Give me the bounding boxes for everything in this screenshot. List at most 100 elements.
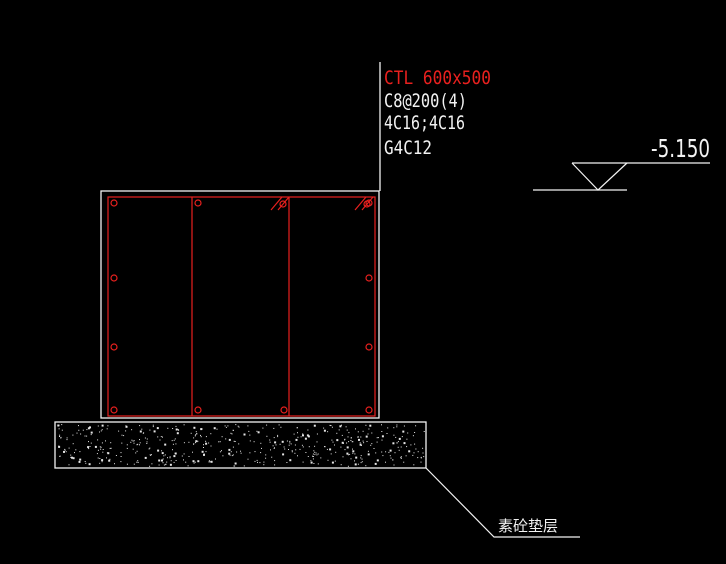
hatch-dot bbox=[105, 440, 106, 442]
hatch-dot bbox=[410, 444, 412, 446]
hatch-dot bbox=[149, 454, 151, 456]
hatch-dot bbox=[256, 459, 258, 461]
hatch-dot bbox=[274, 464, 276, 466]
hatch-dot bbox=[330, 453, 332, 455]
hatch-dot bbox=[75, 449, 77, 451]
hatch-dot bbox=[376, 441, 378, 443]
hatch-dot bbox=[200, 436, 202, 438]
hatch-dot bbox=[97, 457, 99, 459]
hatch-dot bbox=[299, 448, 301, 450]
hatch-dot bbox=[249, 434, 251, 436]
hatch-dot bbox=[227, 425, 229, 427]
hatch-dot bbox=[316, 454, 318, 456]
hatch-dot bbox=[348, 432, 350, 434]
hatch-dot bbox=[368, 428, 370, 430]
hatch-dot bbox=[218, 441, 220, 443]
hatch-dot bbox=[88, 448, 90, 450]
hatch-dot bbox=[297, 432, 298, 434]
hatch-dot bbox=[339, 425, 342, 428]
hatch-dot bbox=[282, 453, 285, 456]
hatch-dot bbox=[257, 431, 260, 434]
bedding-hatch bbox=[57, 424, 425, 467]
hatch-dot bbox=[151, 463, 153, 465]
rebar-bottom-2 bbox=[194, 406, 202, 414]
hatch-dot bbox=[90, 431, 93, 434]
hatch-dot bbox=[340, 446, 342, 448]
hatch-dot bbox=[106, 457, 107, 459]
hatch-dot bbox=[65, 451, 67, 453]
hatch-dot bbox=[346, 442, 348, 444]
hatch-dot bbox=[308, 446, 310, 448]
hatch-dot bbox=[175, 428, 178, 431]
hatch-dot bbox=[357, 436, 359, 438]
hatch-dot bbox=[312, 458, 314, 460]
hatch-dot bbox=[66, 437, 68, 439]
hatch-dot bbox=[272, 445, 274, 447]
hatch-dot bbox=[188, 456, 190, 457]
rebar-side-right-1 bbox=[365, 274, 373, 282]
hatch-dot bbox=[172, 428, 174, 429]
hatch-dot bbox=[201, 450, 204, 453]
hatch-dot bbox=[400, 457, 402, 459]
hatch-dot bbox=[70, 454, 72, 456]
hatch-dot bbox=[228, 438, 231, 441]
hatch-dot bbox=[192, 451, 193, 453]
hatch-dot bbox=[307, 429, 309, 431]
hatch-dot bbox=[137, 461, 139, 463]
hatch-dot bbox=[101, 461, 103, 463]
hatch-dot bbox=[406, 438, 408, 440]
hatch-dot bbox=[396, 424, 398, 426]
hatch-dot bbox=[365, 465, 367, 467]
hatch-dot bbox=[385, 451, 387, 453]
hatch-dot bbox=[126, 444, 128, 446]
hatch-dot bbox=[310, 461, 313, 464]
hatch-dot bbox=[238, 426, 240, 428]
hatch-dot bbox=[126, 447, 128, 449]
hatch-dot bbox=[362, 440, 364, 442]
hatch-dot bbox=[316, 433, 318, 435]
hatch-dot bbox=[121, 442, 123, 444]
rebar-bars bbox=[110, 199, 373, 414]
hatch-dot bbox=[228, 452, 231, 455]
hatch-dot bbox=[58, 424, 60, 426]
hatch-dot bbox=[224, 425, 226, 427]
hatch-dot bbox=[89, 426, 91, 429]
hatch-dot bbox=[74, 452, 75, 454]
hatch-dot bbox=[201, 428, 203, 430]
hatch-dot bbox=[355, 428, 356, 430]
hatch-dot bbox=[195, 440, 198, 443]
hatch-dot bbox=[94, 445, 97, 448]
concrete-bedding bbox=[54, 421, 427, 469]
hatch-dot bbox=[274, 447, 275, 449]
rebar-side-right-2 bbox=[365, 343, 373, 351]
hatch-dot bbox=[192, 460, 195, 463]
hatch-dot bbox=[259, 462, 261, 464]
hatch-dot bbox=[402, 430, 405, 433]
hatch-dot bbox=[149, 429, 151, 431]
hatch-dot bbox=[386, 433, 388, 434]
hatch-dot bbox=[347, 454, 349, 456]
hatch-dot bbox=[329, 424, 331, 426]
hatch-dot bbox=[352, 441, 354, 443]
hatch-dot bbox=[76, 432, 78, 434]
hatch-dot bbox=[388, 451, 390, 453]
hatch-dot bbox=[415, 425, 417, 427]
main-bars-label: 4C16;4C16 bbox=[384, 112, 465, 134]
hatch-dot bbox=[165, 463, 167, 465]
hatch-dot bbox=[403, 425, 405, 427]
hatch-dot bbox=[215, 458, 216, 460]
hatch-dot bbox=[360, 455, 362, 457]
hatch-dot bbox=[338, 429, 340, 431]
hatch-dot bbox=[132, 448, 134, 450]
hatch-dot bbox=[327, 431, 329, 433]
hatch-dot bbox=[370, 444, 372, 446]
hatch-dot bbox=[289, 440, 291, 442]
stirrup-spec-label: C8@200(4) bbox=[384, 90, 467, 112]
hatch-dot bbox=[136, 450, 138, 452]
hatch-dot bbox=[101, 429, 103, 431]
hatch-dot bbox=[86, 429, 88, 431]
hatch-dot bbox=[236, 451, 238, 453]
hatch-dot bbox=[335, 451, 337, 453]
hatch-dot bbox=[349, 453, 351, 455]
